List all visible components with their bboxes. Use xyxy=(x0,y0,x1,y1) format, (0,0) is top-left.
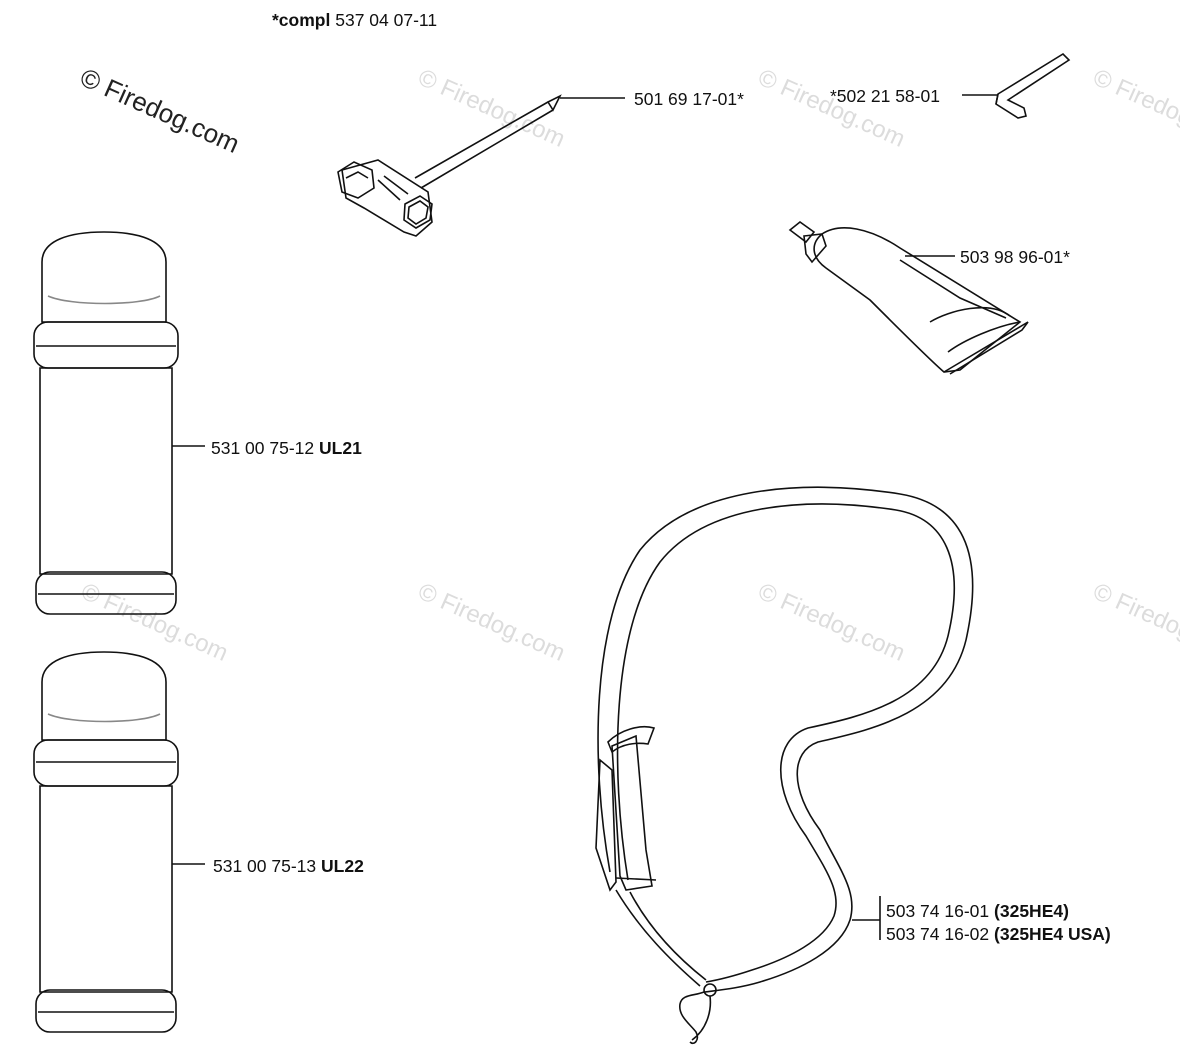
part-number: *502 21 58-01 xyxy=(830,86,940,106)
compl-kit-label: *compl 537 04 07-11 xyxy=(272,10,437,30)
compl-prefix: *compl xyxy=(272,10,331,30)
hex-key-drawing xyxy=(996,54,1069,118)
leader-harness xyxy=(852,896,880,940)
part-label-harness-1: 503 74 16-01 (325HE4) xyxy=(886,901,1069,921)
part-suffix: (325HE4 USA) xyxy=(994,924,1111,944)
part-label-harness-2: 503 74 16-02 (325HE4 USA) xyxy=(886,924,1111,944)
compl-number: 537 04 07-11 xyxy=(335,10,438,30)
spray-can-2-drawing xyxy=(34,652,178,1032)
part-suffix: (325HE4) xyxy=(994,901,1069,921)
part-suffix: UL21 xyxy=(319,438,362,458)
combi-spanner-drawing xyxy=(338,96,560,236)
harness-drawing xyxy=(596,487,973,1043)
part-label-combi-spanner: 501 69 17-01* xyxy=(634,89,744,109)
part-suffix: UL22 xyxy=(321,856,364,876)
part-label-grease-tube: 503 98 96-01* xyxy=(960,247,1070,267)
part-number: 531 00 75-12 xyxy=(211,438,315,458)
grease-tube-drawing xyxy=(790,222,1028,374)
part-number: 503 98 96-01* xyxy=(960,247,1070,267)
part-number: 503 74 16-01 xyxy=(886,901,990,921)
part-label-spray-can-1: 531 00 75-12 UL21 xyxy=(211,438,362,458)
spray-can-1-drawing xyxy=(34,232,178,614)
part-number: 501 69 17-01* xyxy=(634,89,744,109)
part-label-hex-key: *502 21 58-01 xyxy=(830,86,940,106)
part-number: 503 74 16-02 xyxy=(886,924,990,944)
part-number: 531 00 75-13 xyxy=(213,856,317,876)
part-label-spray-can-2: 531 00 75-13 UL22 xyxy=(213,856,364,876)
